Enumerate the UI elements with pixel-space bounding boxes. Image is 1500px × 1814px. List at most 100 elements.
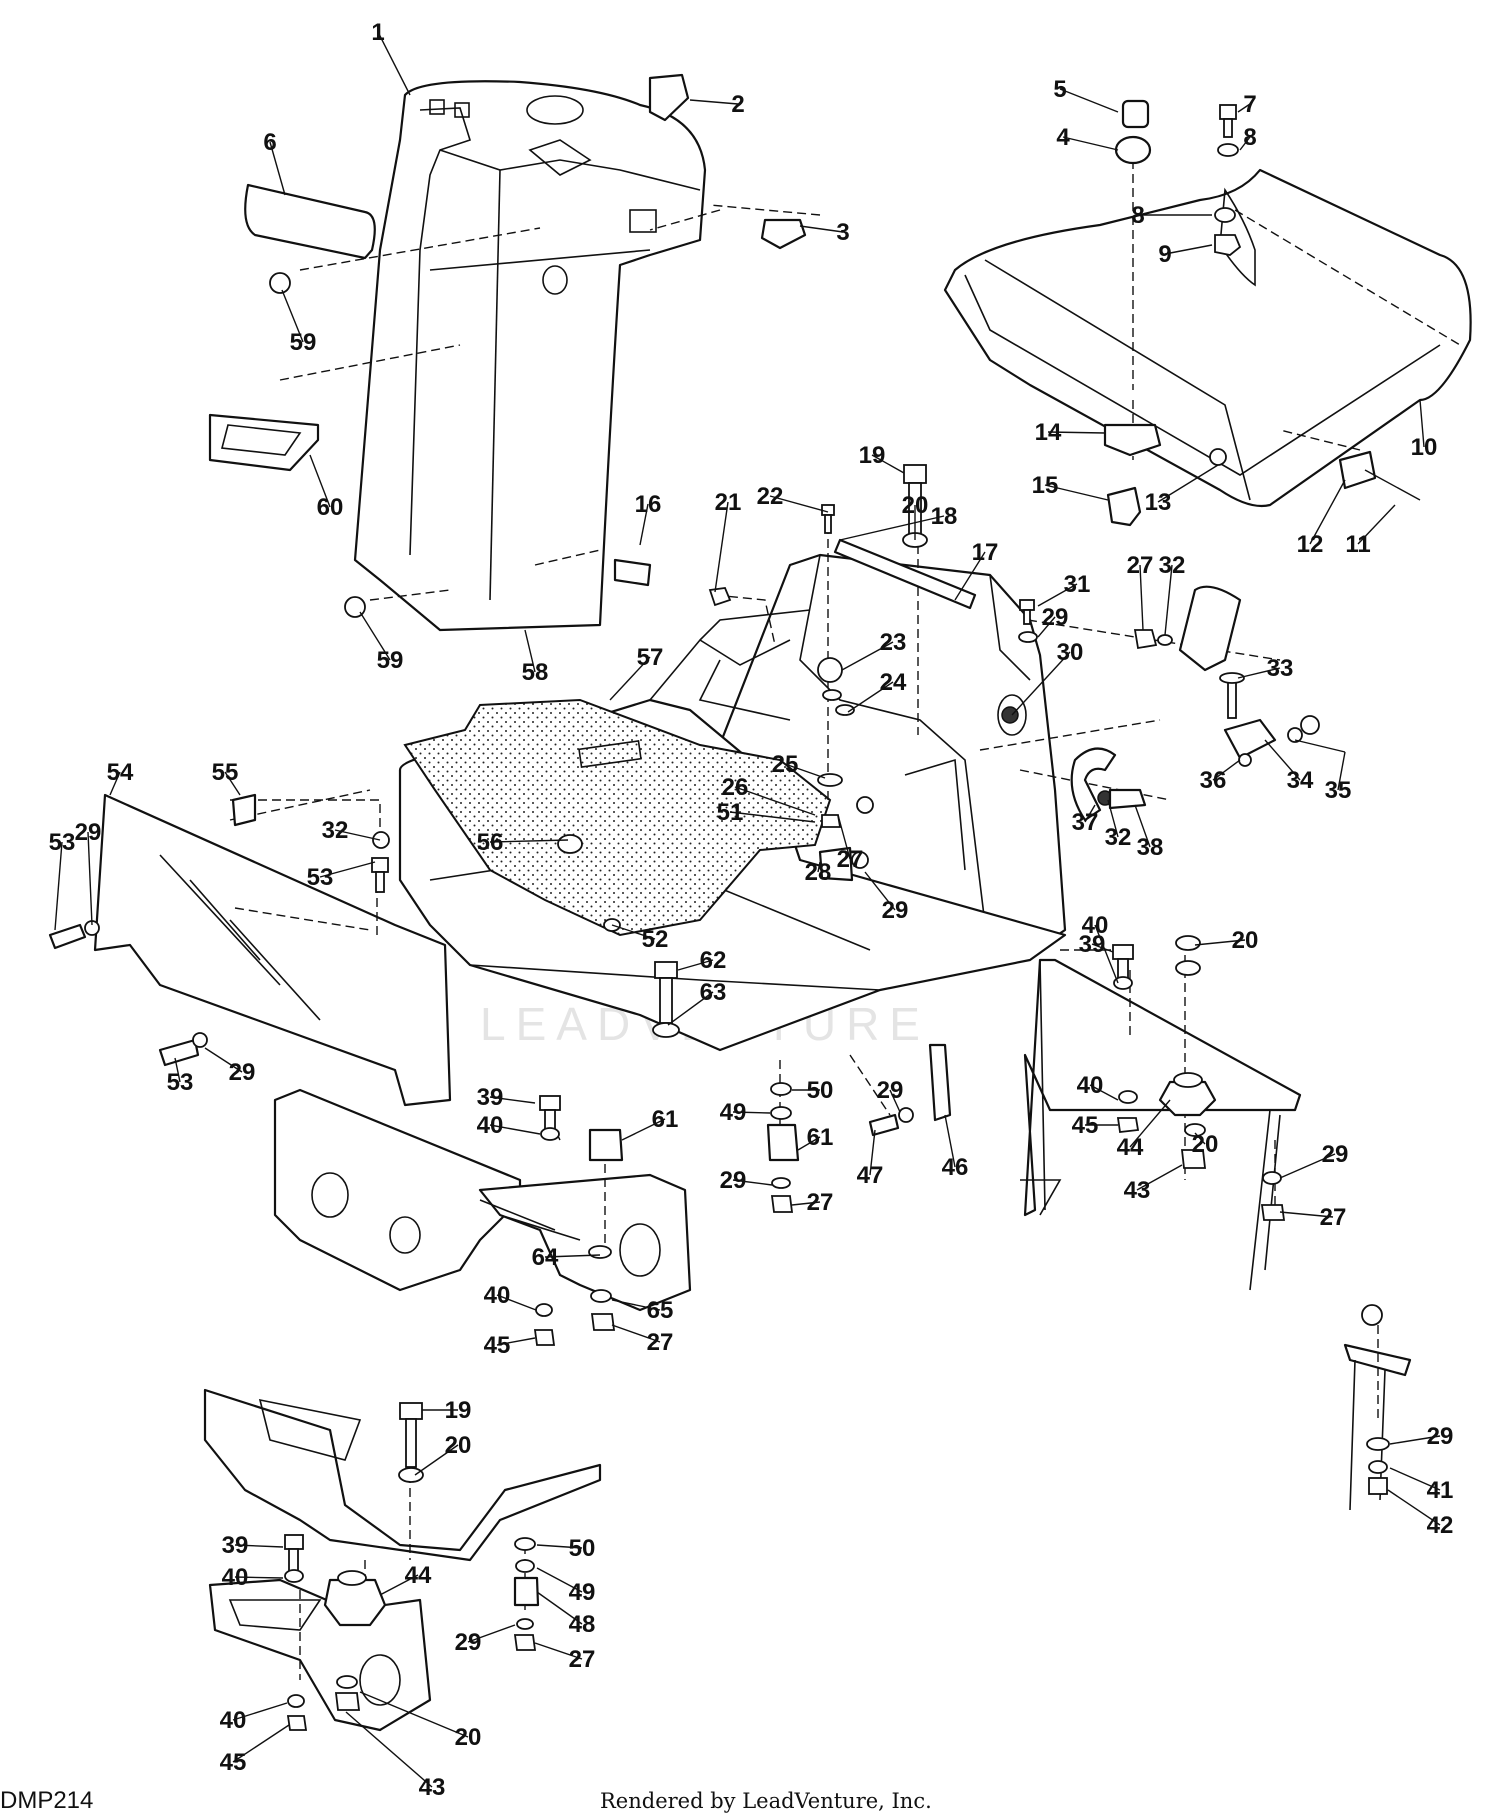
leader-line: [1387, 1489, 1441, 1526]
leader-line: [1264, 739, 1301, 781]
bolt-part: [1108, 788, 1147, 810]
callout-label: 21: [715, 489, 742, 516]
callout-label: 36: [1200, 767, 1227, 794]
leader-line: [1091, 943, 1114, 953]
callout-label: 40: [222, 1564, 249, 1591]
washer-icon: [398, 1467, 424, 1483]
washer-icon: [515, 1559, 535, 1573]
callout-label: 18: [931, 503, 958, 530]
leader-line: [1037, 583, 1078, 607]
leader-line: [534, 1642, 583, 1660]
callout-label: 19: [859, 442, 886, 469]
nut-icon: [1133, 629, 1158, 650]
leader-line: [234, 1576, 284, 1579]
callout-label: 40: [1077, 1072, 1104, 1099]
callout-label: 29: [455, 1629, 482, 1656]
callout-label: 52: [642, 926, 669, 953]
screw-icon: [821, 504, 835, 516]
callout-label: 20: [455, 1724, 482, 1751]
leader-line: [1164, 244, 1213, 255]
callout-label: 49: [569, 1579, 596, 1606]
callout-label: 20: [902, 492, 929, 519]
nut-icon: [372, 831, 390, 849]
washer-icon: [835, 704, 855, 716]
linkage-part: [1223, 718, 1277, 760]
leader-line: [841, 641, 894, 671]
nut-icon: [821, 814, 842, 828]
washer-icon: [336, 1675, 358, 1689]
switch-cap-part: [760, 218, 807, 250]
washer-icon: [192, 1032, 208, 1048]
hose-part: [1178, 585, 1242, 672]
leader-line: [524, 629, 536, 673]
callout-label: 29: [1042, 604, 1069, 631]
rod-part: [1294, 739, 1346, 753]
callout-label: 23: [880, 629, 907, 656]
leader-line: [232, 1702, 288, 1721]
washer-icon: [540, 1127, 560, 1141]
leader-line: [1134, 804, 1151, 848]
callout-label: 33: [1267, 655, 1294, 682]
callout-label: 50: [807, 1077, 834, 1104]
leader-line: [677, 959, 714, 971]
leader-line: [864, 871, 896, 911]
leader-line: [799, 225, 844, 233]
nut-icon: [1214, 234, 1242, 256]
leader-line: [639, 503, 649, 546]
washer-icon: [771, 1177, 791, 1189]
callout-label: 46: [942, 1154, 969, 1181]
callout-label: 34: [1287, 767, 1314, 794]
washer-icon: [1175, 935, 1201, 951]
nut-icon: [513, 1634, 537, 1651]
callout-label: 37: [1072, 809, 1099, 836]
leader-line: [621, 1118, 666, 1141]
leader-line: [954, 551, 986, 601]
callout-label: 7: [1243, 91, 1256, 118]
leader-line: [944, 1114, 956, 1168]
callout-label: 40: [484, 1282, 511, 1309]
leader-line: [1089, 1084, 1119, 1101]
washer-icon: [1368, 1460, 1388, 1474]
bolt-part: [48, 923, 87, 950]
callout-label: 29: [1322, 1141, 1349, 1168]
leader-line: [1136, 1164, 1183, 1191]
isolator-part: [513, 1576, 540, 1607]
bolt-icon: [284, 1534, 304, 1550]
callout-label: 27: [1127, 552, 1154, 579]
washer-icon: [770, 1082, 792, 1096]
callout-label: 39: [222, 1532, 249, 1559]
isolator-part: [323, 1578, 387, 1627]
leader-line: [204, 1047, 243, 1073]
callout-label: 41: [1427, 1477, 1454, 1504]
bar-part: [833, 538, 977, 610]
leader-line: [837, 814, 851, 860]
leader-line: [839, 515, 945, 541]
leader-line: [467, 1624, 516, 1643]
leader-line: [489, 1096, 536, 1104]
washer-icon: [652, 1022, 680, 1038]
nut-icon: [770, 1195, 794, 1213]
diagram-code: DMP214: [0, 1787, 93, 1814]
callout-label: 53: [49, 829, 76, 856]
nut-icon: [1180, 1149, 1207, 1169]
washer-icon: [1157, 634, 1173, 646]
leader-line: [87, 831, 93, 926]
leader-line: [414, 1444, 459, 1476]
nut-icon: [1116, 1117, 1140, 1133]
callout-label: 6: [263, 129, 276, 156]
leader-line: [379, 1574, 419, 1596]
callout-label: 30: [1057, 639, 1084, 666]
leader-line: [611, 1299, 661, 1311]
washer-icon: [1018, 631, 1038, 643]
lower-detail-frame-part: [203, 1388, 602, 1732]
leader-line: [1194, 1132, 1206, 1145]
washer-icon: [1175, 960, 1201, 976]
callout-label: 49: [720, 1099, 747, 1126]
leader-line: [1279, 1153, 1336, 1179]
callout-label: 57: [637, 644, 664, 671]
leader-line: [1129, 1099, 1171, 1148]
leader-line: [359, 1691, 469, 1738]
washer-icon: [817, 773, 843, 787]
leader-line: [1419, 399, 1425, 448]
